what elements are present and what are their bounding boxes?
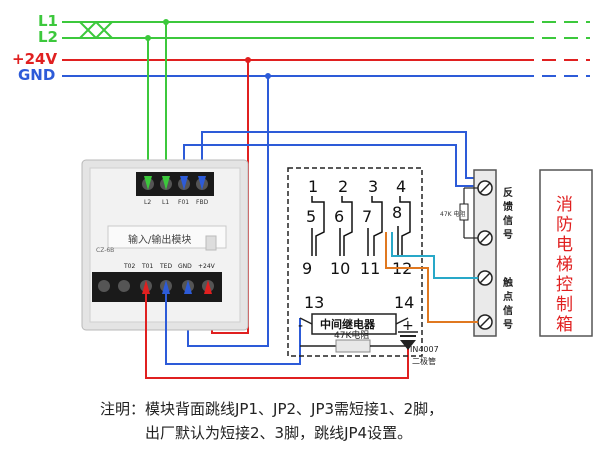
module-bottom-label: +24V <box>198 263 216 270</box>
note-line-1: 注明：模块背面跳线JP1、JP2、JP3需短接1、2脚， <box>100 400 444 418</box>
bus-label-l1: L1 <box>38 12 58 30</box>
module-model: CZ-6B <box>96 247 114 254</box>
relay-mid-pins: 5 6 7 8 <box>306 203 402 226</box>
relay-pin-8: 8 <box>392 203 402 222</box>
relay-pin-10: 10 <box>330 259 350 278</box>
panel-title-char: 电 <box>556 235 573 255</box>
relay-name: 中间继电器 <box>320 317 376 331</box>
relay-minus: - <box>298 318 303 334</box>
bus-label-l2: L2 <box>38 28 58 46</box>
bus-label-gnd: GND <box>18 66 55 84</box>
panel-title-char: 制 <box>556 295 573 315</box>
contact-char: 信 <box>503 304 513 317</box>
module-bottom-label: T02 <box>123 263 135 270</box>
module-bottom-label: TED <box>159 263 172 270</box>
relay-top-pins: 1 2 3 4 <box>308 177 406 196</box>
module-title: 输入/输出模块 <box>128 233 191 246</box>
relay-coil-positive-wire <box>145 290 409 379</box>
panel-title-char: 梯 <box>556 255 573 275</box>
contact-signal-label: 触 点 信 号 <box>502 276 513 331</box>
feedback-signal-label: 反 馈 信 号 <box>502 186 513 241</box>
relay-pin-13: 13 <box>304 293 324 312</box>
small-resistor <box>459 187 478 239</box>
feedback-char: 反 <box>503 186 513 199</box>
contact-char: 点 <box>503 290 513 303</box>
feedback-wire-2 <box>201 131 476 182</box>
relay-pin-3: 3 <box>368 177 378 196</box>
relay-pin-14: 14 <box>394 293 414 312</box>
panel-title-char: 防 <box>556 215 573 235</box>
relay-pin-1: 1 <box>308 177 318 196</box>
diode-model: IN4007 <box>410 345 439 354</box>
panel-title-char: 消 <box>556 195 573 215</box>
module-bottom-terminal-labels: T02 T01 TED GND +24V <box>123 263 216 270</box>
relay-bottom-pins: 9 10 11 12 <box>302 259 412 278</box>
small-resistor-label: 47K 电阻 <box>440 210 465 218</box>
relay-pin-4: 4 <box>396 177 406 196</box>
elevator-panel <box>473 169 593 337</box>
panel-title-char: 控 <box>556 275 573 295</box>
contact-char: 触 <box>502 276 513 289</box>
relay-pin-11: 11 <box>360 259 380 278</box>
relay-pin-9: 9 <box>302 259 312 278</box>
module-bottom-label: GND <box>178 263 192 270</box>
elevator-panel-title: 消 防 电 梯 控 制 箱 <box>556 195 573 335</box>
contact-wire-cyan <box>391 232 478 279</box>
feedback-char: 信 <box>503 214 513 227</box>
module-top-label: L2 <box>144 199 151 206</box>
relay-pin-7: 7 <box>362 207 372 226</box>
relay-contacts <box>311 196 411 256</box>
module-top-terminal-labels: L2 L1 F01 FBD <box>144 199 209 206</box>
note-line-2: 出厂默认为短接2、3脚，跳线JP4设置。 <box>145 424 413 442</box>
bus-label-24v: +24V <box>12 50 57 68</box>
contact-wire-orange <box>385 232 478 323</box>
feedback-wire-1 <box>183 144 480 187</box>
relay-box <box>287 167 423 357</box>
relay-coil-negative-wire <box>165 290 301 365</box>
resistor-47k <box>300 339 408 353</box>
module-top-label: F01 <box>178 199 189 206</box>
module-top-label: FBD <box>196 199 209 206</box>
drop-wire-l2 <box>163 19 169 182</box>
relay-pin-5: 5 <box>306 207 316 226</box>
relay-pin-6: 6 <box>334 207 344 226</box>
feedback-char: 号 <box>503 229 513 241</box>
feedback-char: 馈 <box>502 200 513 213</box>
twist-marks <box>79 21 113 39</box>
resistor-label: 47K电阻 <box>334 329 369 341</box>
diode-label: 二极管 <box>412 356 436 366</box>
contact-char: 号 <box>503 319 513 331</box>
module-top-label: L1 <box>162 199 169 206</box>
relay-pin-2: 2 <box>338 177 348 196</box>
module-bottom-label: T01 <box>141 263 153 270</box>
drop-wire-l1 <box>145 35 151 182</box>
panel-title-char: 箱 <box>556 315 573 335</box>
diode-symbol <box>398 331 418 350</box>
io-module <box>81 159 249 331</box>
relay-plus: + <box>402 318 414 334</box>
